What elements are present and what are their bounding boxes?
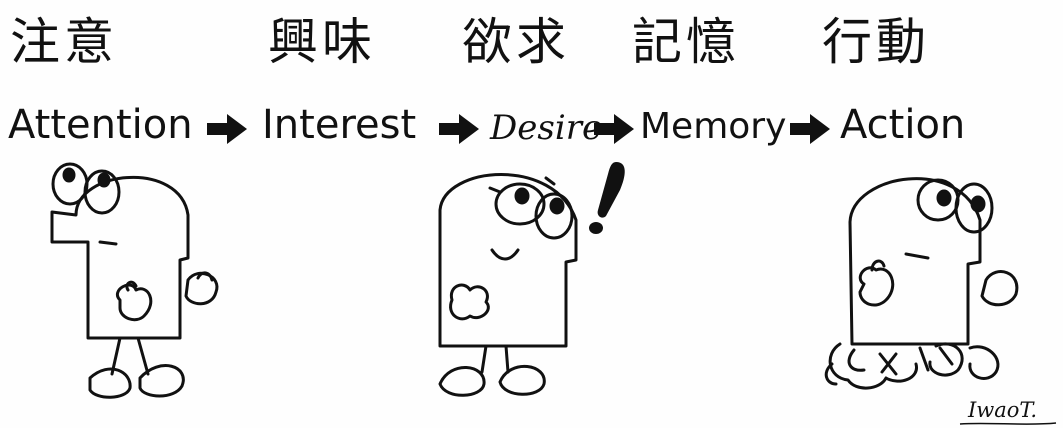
stage-action-jp: 行動 — [822, 13, 930, 71]
stage-action-label: Action — [840, 102, 966, 148]
arrow-right-icon — [207, 114, 247, 144]
stage-memory-jp: 記憶 — [632, 13, 740, 71]
exclamation-mark — [589, 162, 625, 234]
character-action — [824, 177, 1019, 390]
stage-attention-label: Attention — [8, 102, 193, 148]
arrow-right-icon — [439, 114, 479, 144]
character-desire — [438, 162, 625, 397]
stage-memory-label: Memory — [640, 106, 787, 147]
arrow-right-icon — [790, 114, 830, 144]
character-attention — [50, 162, 219, 399]
signature-underline — [959, 422, 1057, 425]
arrow-right-icon — [594, 114, 634, 144]
artist-signature: IwaoT. — [968, 398, 1038, 422]
stage-desire-jp: 欲求 — [462, 13, 570, 71]
stage-attention-jp: 注意 — [10, 13, 118, 71]
stage-interest-label: Interest — [262, 102, 417, 148]
stage-interest-jp: 興味 — [268, 13, 376, 71]
stage-desire-label: Desire — [490, 108, 603, 148]
